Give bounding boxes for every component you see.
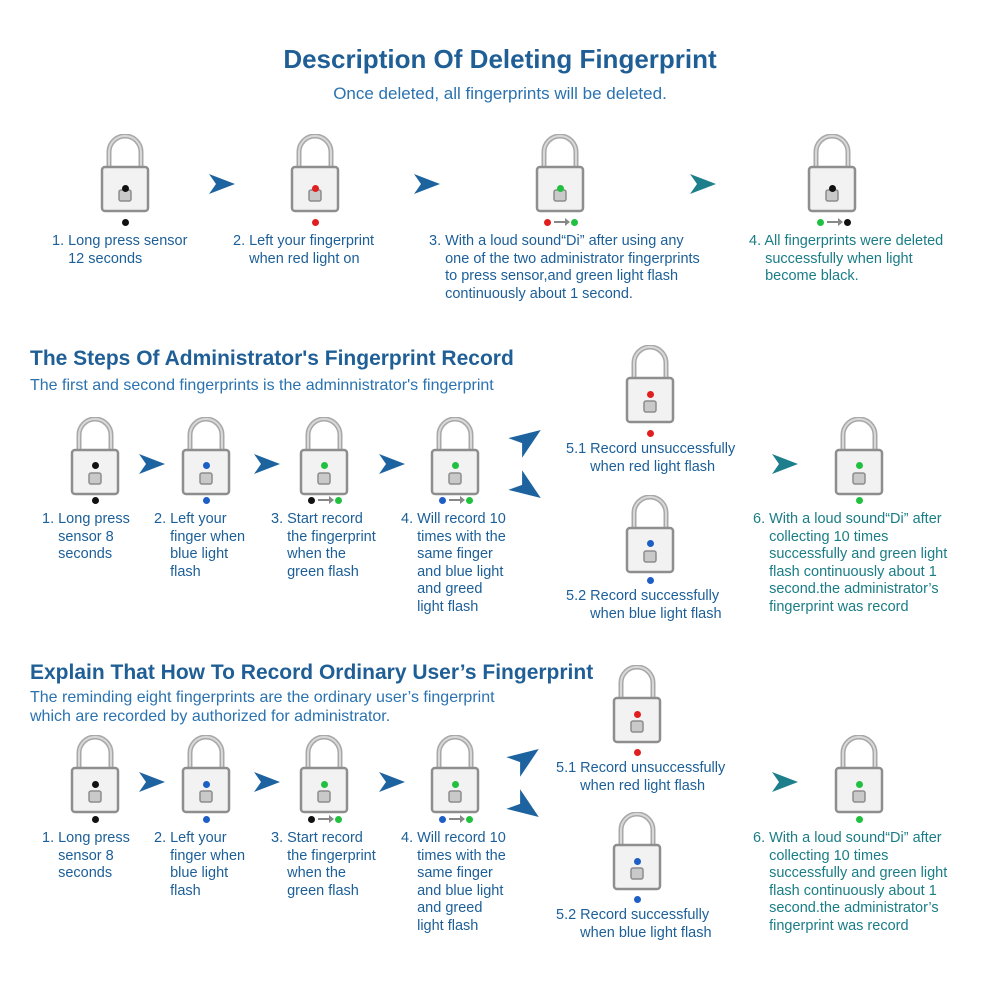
lock-icon [834, 417, 884, 497]
indicator-light-blue [634, 858, 641, 865]
arrow-up-right-icon [503, 735, 550, 780]
user-step-5-1: 5.1 Record unsuccessfully when red light… [556, 760, 726, 794]
user-step-6: 6. With a loud sound“Di” after collectin… [753, 830, 948, 934]
arrow-right-icon [770, 452, 800, 476]
admin-step-1: 1. Long press sensor 8 seconds [42, 511, 130, 562]
lock-icon [70, 417, 120, 497]
lock-icon [299, 735, 349, 815]
lock-icon [290, 134, 340, 214]
user-subtitle-line2: which are recorded by authorized for adm… [30, 708, 391, 725]
light-sequence-black-to-green [308, 815, 342, 823]
arrow-right-icon [252, 770, 282, 794]
arrow-down-right-icon [503, 785, 550, 830]
admin-step-6: 6. With a loud sound“Di” after collectin… [753, 511, 948, 615]
lock-icon [100, 134, 150, 214]
indicator-light-green [321, 462, 328, 469]
arrow-right-icon [412, 172, 442, 196]
user-step-3: 3. Start record the fingerprint when the… [271, 830, 376, 899]
indicator-light-black [122, 185, 129, 192]
status-dot-green [856, 497, 863, 504]
admin-subtitle: The first and second fingerprints is the… [30, 377, 494, 394]
arrow-right-icon [137, 770, 167, 794]
indicator-light-blue [647, 540, 654, 547]
lock-icon [430, 417, 480, 497]
arrow-right-icon [688, 172, 718, 196]
arrow-right-icon [207, 172, 237, 196]
status-dot-black [122, 219, 129, 226]
status-dot-blue [203, 497, 210, 504]
status-dot-red [647, 430, 654, 437]
user-step-5-2: 5.2 Record successfully when blue light … [556, 907, 712, 941]
light-sequence-black-to-green [308, 496, 342, 504]
delete-step-2: 2. Left your fingerprint when red light … [233, 233, 375, 267]
light-sequence-red-to-green [544, 218, 578, 226]
lock-icon [181, 417, 231, 497]
status-dot-blue [634, 896, 641, 903]
admin-step-3: 3. Start record the fingerprint when the… [271, 511, 376, 580]
lock-icon [70, 735, 120, 815]
arrow-up-right-icon [505, 416, 552, 461]
status-dot-black [92, 497, 99, 504]
admin-step-5-1: 5.1 Record unsuccessfully when red light… [566, 441, 736, 475]
delete-title: Description Of Deleting Fingerprint [283, 44, 717, 74]
user-step-1: 1. Long press sensor 8 seconds [42, 830, 130, 881]
light-sequence-blue-to-green [439, 496, 473, 504]
lock-icon [807, 134, 857, 214]
user-step-4: 4. Will record 10 times with the same fi… [401, 830, 506, 934]
indicator-light-green [452, 462, 459, 469]
admin-title: The Steps Of Administrator's Fingerprint… [30, 347, 514, 370]
status-dot-blue [203, 816, 210, 823]
arrow-right-icon [252, 452, 282, 476]
arrow-right-icon [377, 452, 407, 476]
admin-step-2: 2. Left your finger when blue light flas… [154, 511, 246, 580]
delete-step-3: 3. With a loud sound“Di” after using any… [429, 233, 700, 302]
indicator-light-red [312, 185, 319, 192]
lock-icon [612, 812, 662, 892]
user-subtitle-line1: The reminding eight fingerprints are the… [30, 689, 495, 706]
admin-step-4: 4. Will record 10 times with the same fi… [401, 511, 506, 615]
delete-step-1: 1. Long press sensor 12 seconds [52, 233, 188, 267]
lock-icon [181, 735, 231, 815]
indicator-light-red [647, 391, 654, 398]
status-dot-green [856, 816, 863, 823]
lock-icon [625, 345, 675, 425]
arrow-right-icon [377, 770, 407, 794]
user-title: Explain That How To Record Ordinary User… [30, 661, 594, 684]
arrow-right-icon [770, 770, 800, 794]
indicator-light-blue [203, 781, 210, 788]
lock-icon [299, 417, 349, 497]
arrow-down-right-icon [505, 466, 552, 511]
status-dot-black [92, 816, 99, 823]
indicator-light-green [557, 185, 564, 192]
status-dot-red [634, 749, 641, 756]
lock-icon [535, 134, 585, 214]
lock-icon [625, 495, 675, 575]
indicator-light-green [321, 781, 328, 788]
lock-icon [612, 665, 662, 745]
admin-step-5-2: 5.2 Record successfully when blue light … [566, 588, 722, 622]
indicator-light-green [856, 781, 863, 788]
indicator-light-green [856, 462, 863, 469]
indicator-light-red [634, 711, 641, 718]
lock-icon [834, 735, 884, 815]
indicator-light-green [452, 781, 459, 788]
light-sequence-blue-to-green [439, 815, 473, 823]
status-dot-red [312, 219, 319, 226]
indicator-light-black [829, 185, 836, 192]
user-step-2: 2. Left your finger when blue light flas… [154, 830, 246, 899]
light-sequence-green-to-black [817, 218, 851, 226]
status-dot-blue [647, 577, 654, 584]
indicator-light-black [92, 462, 99, 469]
indicator-light-black [92, 781, 99, 788]
indicator-light-blue [203, 462, 210, 469]
delete-subtitle: Once deleted, all fingerprints will be d… [333, 84, 667, 103]
delete-step-4: 4. All fingerprints were deleted success… [749, 233, 944, 284]
lock-icon [430, 735, 480, 815]
arrow-right-icon [137, 452, 167, 476]
